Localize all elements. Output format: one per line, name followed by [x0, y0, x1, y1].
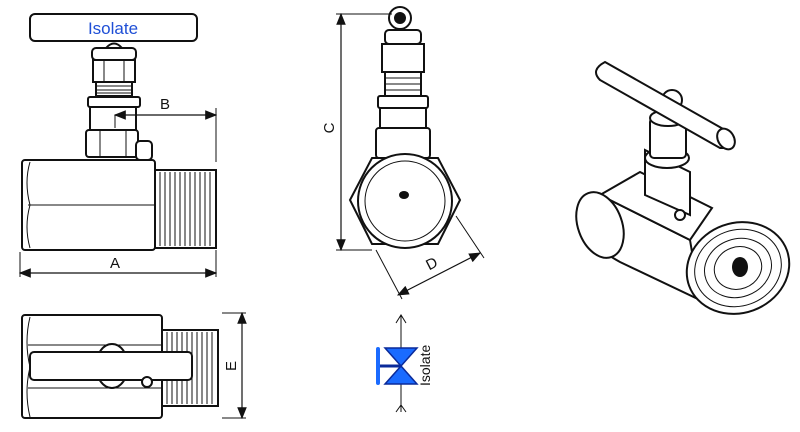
dimension-c-label: C: [321, 122, 338, 133]
handle-label: Isolate: [88, 19, 138, 38]
symbol-label: Isolate: [417, 345, 433, 386]
isolate-valve-symbol: Isolate: [376, 314, 433, 413]
top-view: E: [21, 311, 247, 420]
dimension-d-label: D: [423, 254, 441, 274]
front-view: Isolate B A: [18, 13, 218, 278]
dimension-a-label: A: [110, 255, 120, 272]
isometric-view: [575, 60, 791, 315]
dimension-b-label: B: [160, 96, 170, 113]
side-view: C D: [321, 6, 485, 300]
t-handle: [29, 13, 198, 42]
dimension-e-label: E: [223, 361, 240, 371]
